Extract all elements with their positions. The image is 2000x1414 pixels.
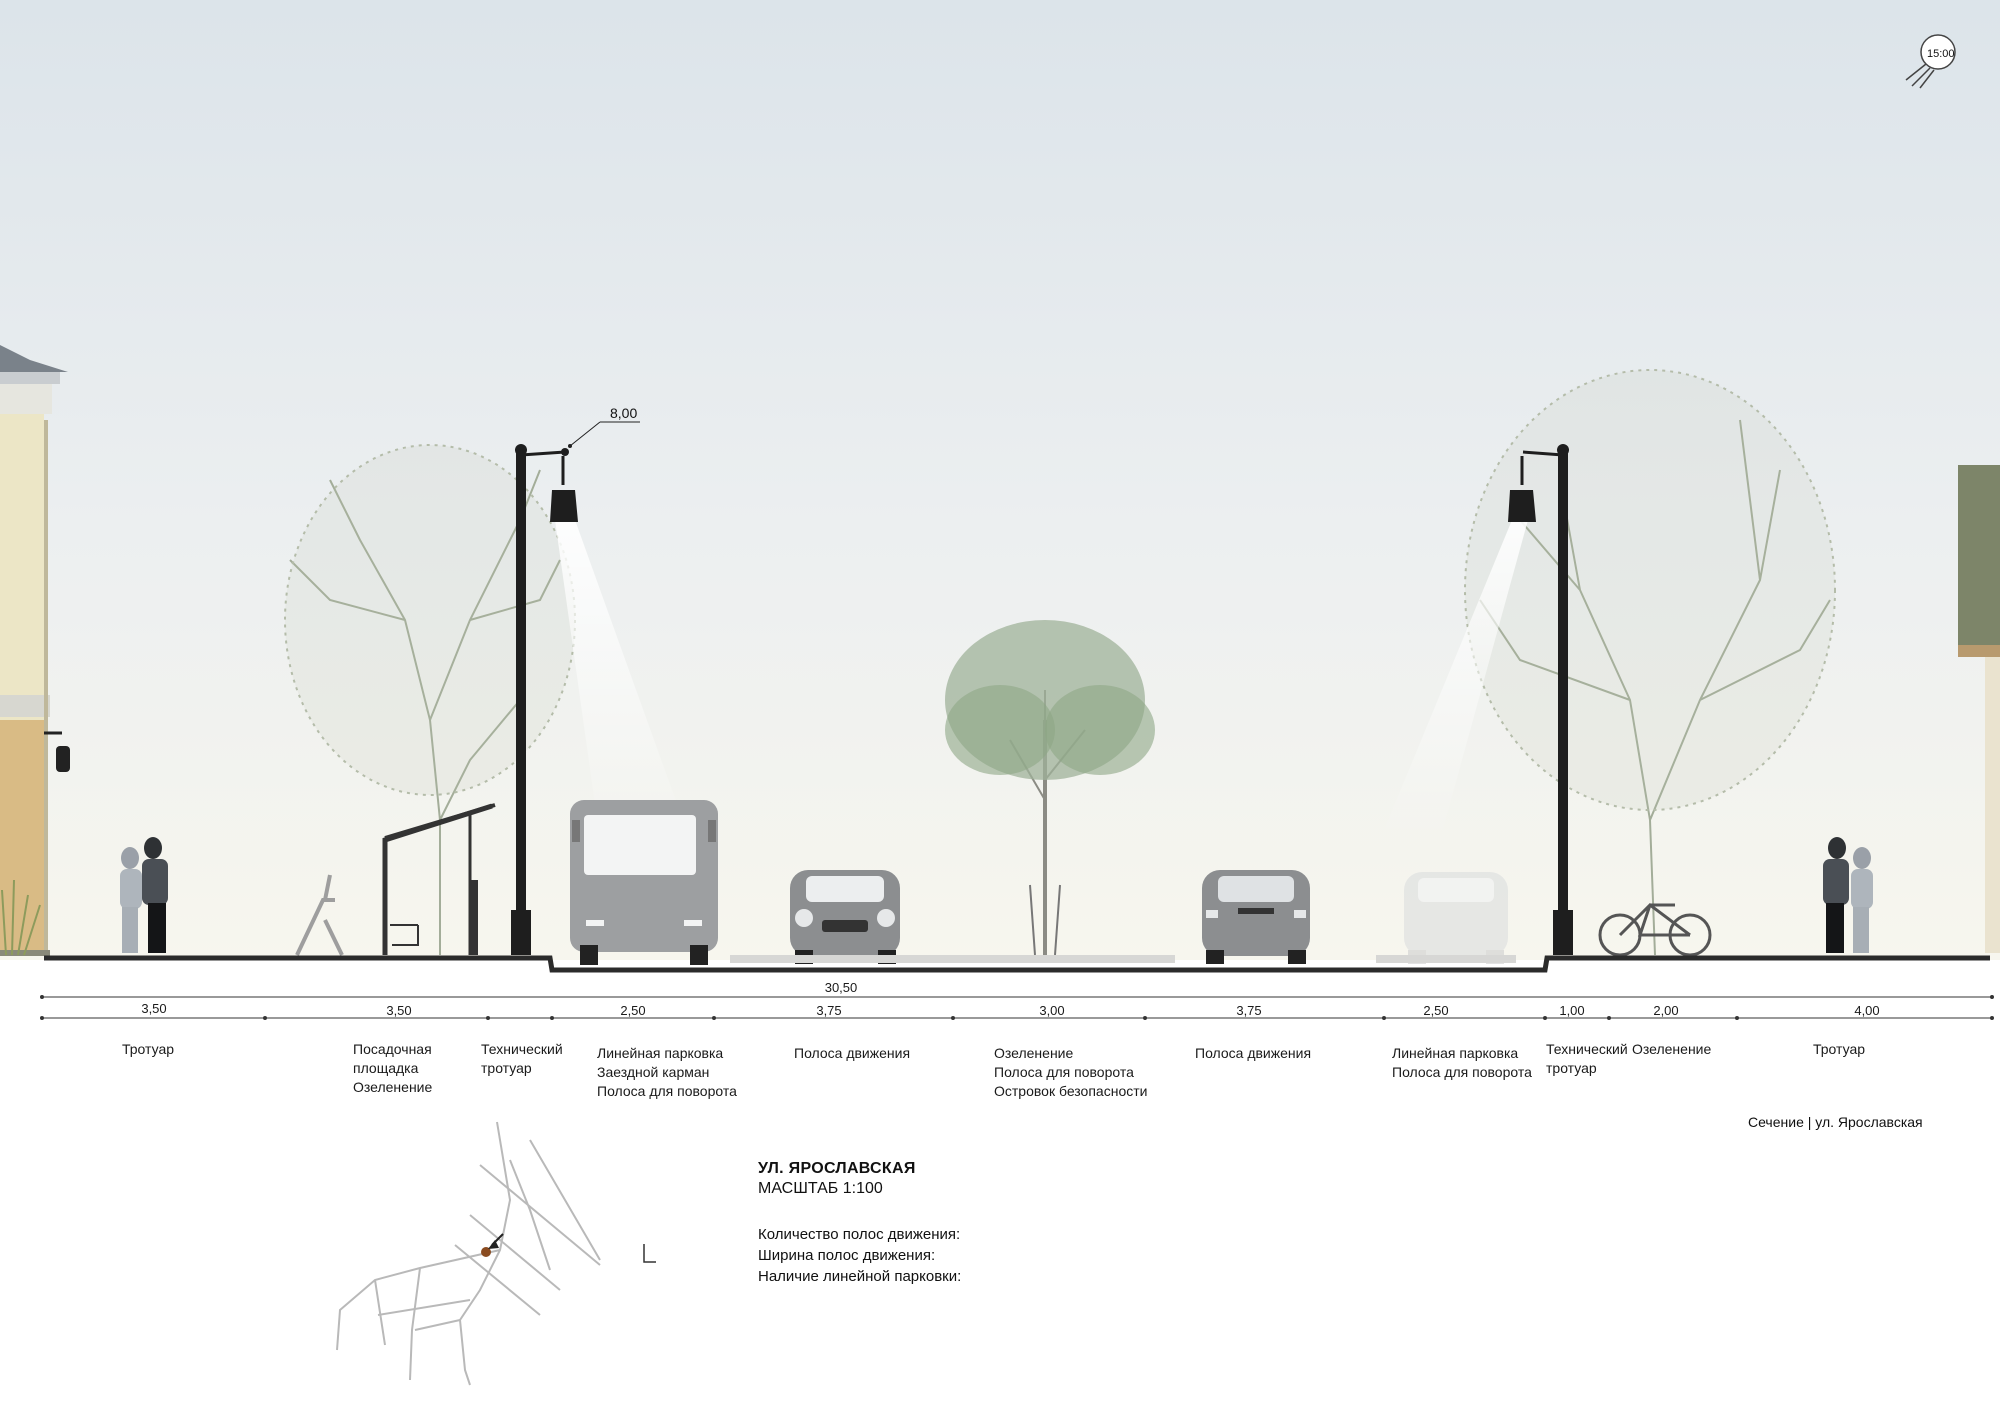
zone-label-sidewalk-left: Тротуар [122, 1041, 175, 1057]
zone-label-traffic-lane-left: Полоса движения [794, 1045, 911, 1061]
bus [570, 800, 718, 965]
segment-width-label: 1,00 [1559, 1003, 1585, 1018]
title-block: УЛ. ЯРОСЛАВСКАЯ МАСШТАБ 1:100 Количество… [758, 1160, 961, 1287]
lanes-width-label: Ширина полос движения: [758, 1247, 936, 1264]
left-grass [1, 879, 41, 956]
sun-direction-symbol: 15:00 [1905, 34, 1956, 89]
car-rear-right-faded [1404, 872, 1508, 964]
zone-label-boarding-area: Посадочная площадка Озеленение [353, 1041, 433, 1095]
zone-label-parking-right: Линейная парковка Полоса для поворота [1392, 1045, 1532, 1080]
lamp-height-annotation: 8,00 [568, 405, 640, 448]
scale-label: МАСШТАБ 1:100 [758, 1180, 883, 1197]
segment-width-label: 3,75 [816, 1003, 842, 1018]
pedestrian-couple-right [1823, 837, 1873, 953]
tree-center [945, 620, 1155, 956]
zone-label-traffic-lane-right: Полоса движения [1195, 1045, 1312, 1061]
segment-width-label: 3,50 [386, 1003, 412, 1018]
ground-profile [44, 955, 1990, 973]
bench [295, 874, 344, 956]
zone-label-greenery-right: Озеленение [1632, 1041, 1712, 1057]
street-lamp-right [1508, 444, 1573, 955]
zone-label-technical-sidewalk-right: Технический тротуар [1546, 1041, 1628, 1076]
section-caption: Сечение | ул. Ярославская [1748, 1114, 1923, 1130]
zone-label-median: Озеленение Полоса для поворота Островок … [994, 1045, 1148, 1099]
left-lamp-beam [555, 520, 690, 840]
lanes-count-label: Количество полос движения: [758, 1226, 961, 1243]
sky [0, 0, 2000, 960]
street-lamp-left [511, 444, 578, 955]
right-lamp-beam [1380, 520, 1528, 840]
parking-presence-label: Наличие линейной парковки: [758, 1268, 962, 1285]
right-building [1958, 465, 2000, 953]
tree-right [1464, 369, 1836, 956]
street-name: УЛ. ЯРОСЛАВСКАЯ [758, 1160, 916, 1177]
zone-label-sidewalk-right: Тротуар [1813, 1041, 1866, 1057]
segment-width-label: 3,75 [1236, 1003, 1262, 1018]
zone-label-technical-sidewalk-left: Технический тротуар [481, 1041, 563, 1076]
segment-width-label: 3,00 [1039, 1003, 1065, 1018]
car-rear-center [1202, 870, 1310, 964]
car-front-left [790, 870, 900, 964]
total-dimension-line [40, 995, 1994, 999]
locator-map [336, 1121, 656, 1386]
segment-width-label: 4,00 [1854, 1003, 1880, 1018]
bicycle [1598, 903, 1712, 957]
segment-width-label: 2,00 [1653, 1003, 1679, 1018]
lamp-height-label: 8,00 [610, 405, 637, 421]
sun-time-label: 15:00 [1927, 48, 1955, 60]
bus-stop-shelter [382, 803, 496, 955]
left-wall-lamp [44, 731, 70, 772]
segment-width-label: 3,50 [141, 1001, 167, 1016]
total-width-label: 30,50 [824, 980, 858, 995]
segment-width-label: 2,50 [620, 1003, 646, 1018]
pedestrian-couple-left [120, 837, 168, 953]
zone-label-parking-left: Линейная парковка Заездной карман Полоса… [597, 1045, 737, 1099]
left-building [0, 345, 68, 956]
segment-dimension-line [40, 1016, 1994, 1020]
segment-width-label: 2,50 [1423, 1003, 1449, 1018]
